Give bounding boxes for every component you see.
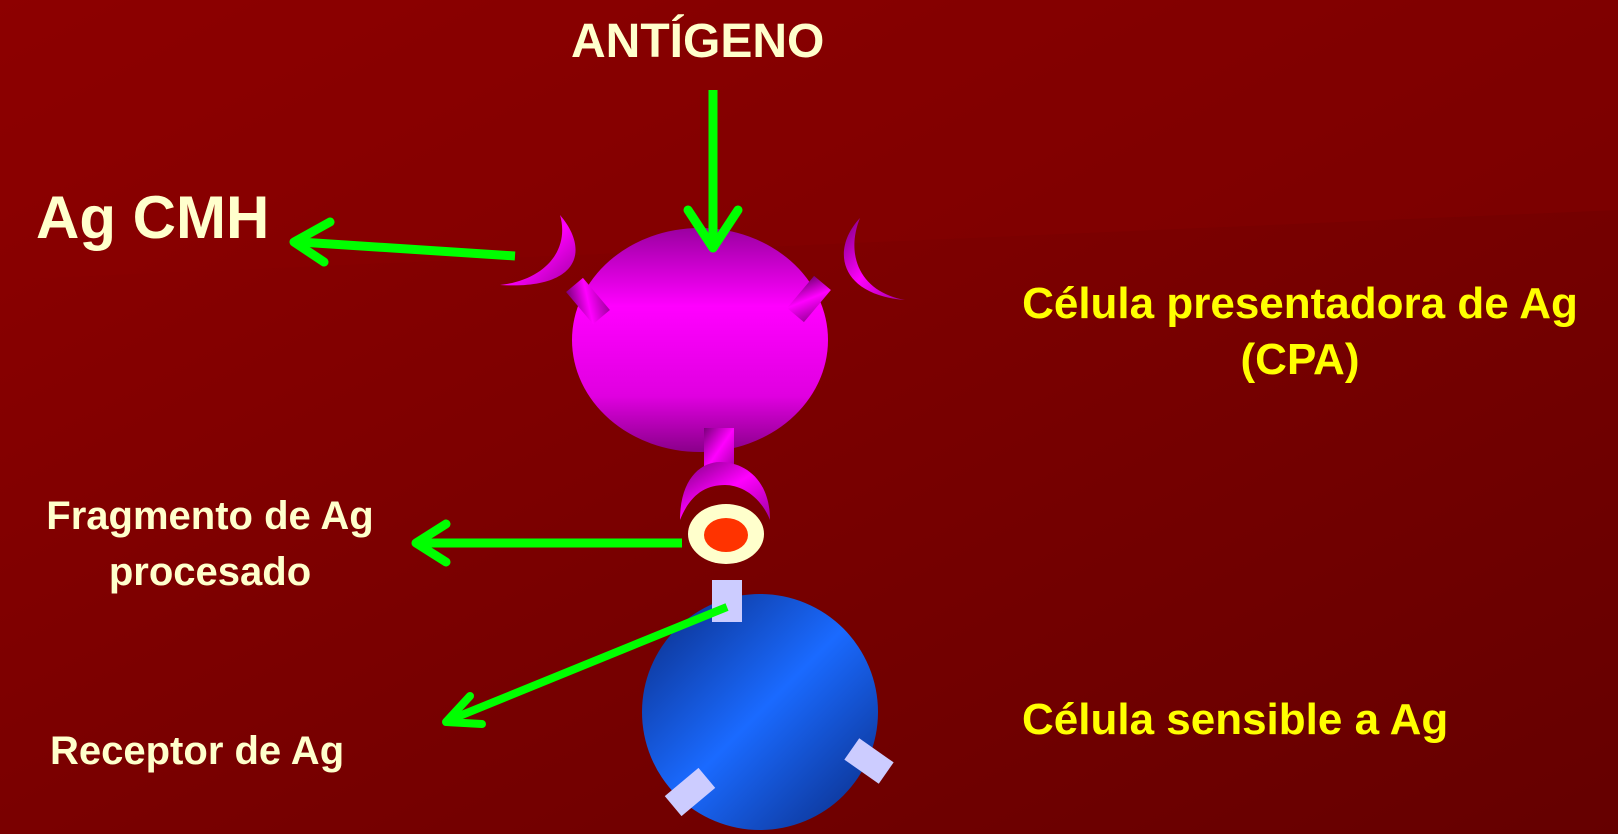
apc-label-line2: (CPA) — [990, 332, 1610, 388]
processed-fragment-label: Fragmento de Ag procesado — [10, 488, 410, 600]
apc-label: Célula presentadora de Ag (CPA) — [990, 276, 1610, 388]
mhc-antigen-label: Ag CMH — [36, 188, 269, 248]
receptor-icon — [712, 580, 742, 622]
processed-fragment-label-line2: procesado — [10, 544, 410, 600]
apc-label-line1: Célula presentadora de Ag — [990, 276, 1610, 332]
antigen-fragment-icon — [688, 504, 764, 564]
antigen-label: ANTÍGENO — [571, 18, 824, 66]
sensitive-cell-label: Célula sensible a Ag — [1022, 698, 1448, 742]
receptor-label: Receptor de Ag — [50, 731, 344, 771]
processed-fragment-label-line1: Fragmento de Ag — [10, 488, 410, 544]
apc-cell-icon — [572, 228, 828, 452]
